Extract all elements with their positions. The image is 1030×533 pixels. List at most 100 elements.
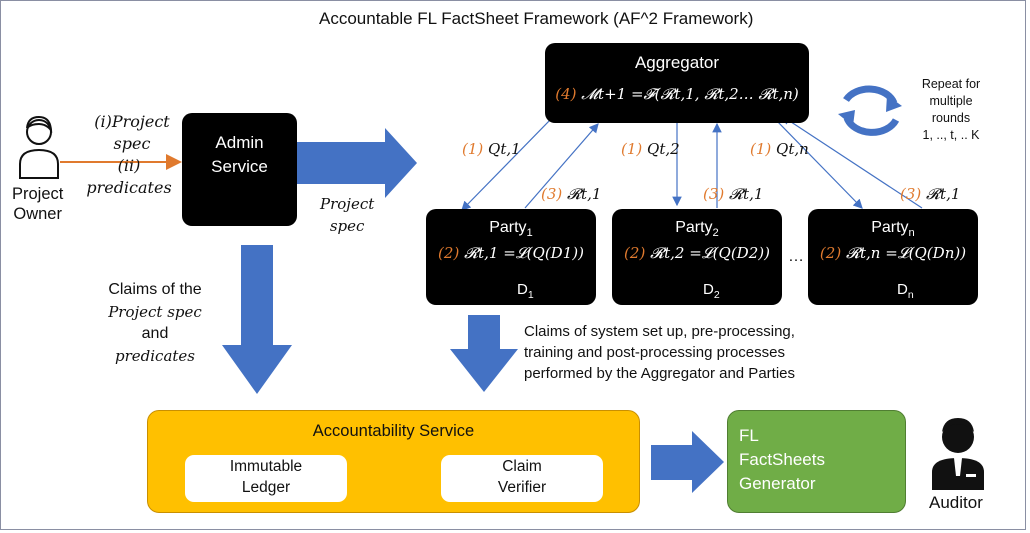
party-formula-n: 𝓡t,n =𝓛(Q(Dn))	[845, 244, 967, 263]
factsheets-generator-box: FL FactSheets Generator	[727, 410, 906, 513]
aggregator-formula-row: (4) 𝓜t+1 =𝓕(𝓡t,1, 𝓡t,2… 𝓡t,n)	[545, 85, 809, 103]
claims-left-line2: Project spec	[108, 303, 202, 321]
party-formula-row-1: (2) 𝓡t,1 =𝓛(Q(D1))	[426, 244, 596, 262]
claims-left-line1: Claims of the	[108, 281, 202, 298]
query-step-2: (1)	[621, 140, 643, 158]
verifier-line2: Verifier	[497, 479, 547, 496]
party-data-1: D1	[517, 281, 534, 301]
response-label-1: (3) 𝓡t,1	[541, 185, 601, 203]
party-box-n: Partyn (2) 𝓡t,n =𝓛(Q(Dn)) Dn	[808, 209, 978, 305]
party-formula-row-n: (2) 𝓡t,n =𝓛(Q(Dn))	[808, 244, 978, 262]
party-data-sub-2: 2	[713, 289, 720, 301]
party-formula-1: 𝓡t,1 =𝓛(Q(D1))	[464, 244, 584, 263]
claims-right-label: Claims of system set up, pre-processing,…	[524, 321, 795, 384]
verifier-line1: Claim	[502, 458, 542, 475]
admin-to-accountability-arrow	[222, 245, 292, 394]
query-label-2: (1) Qt,2	[621, 140, 680, 158]
repeat-cycle-icon	[838, 85, 902, 136]
party-name-1: Party	[489, 219, 527, 236]
auditor-label: Auditor	[929, 493, 983, 512]
party-box-1: Party1 (2) 𝓡t,1 =𝓛(Q(D1)) D1	[426, 209, 596, 305]
party-formula-2: 𝓡t,2 =𝓛(Q(D2))	[650, 244, 770, 263]
owner-input-line1: (i)Project	[94, 112, 170, 131]
accountability-to-generator-arrow	[651, 431, 724, 493]
repeat-note-line1: Repeat for	[921, 77, 981, 91]
project-spec-line1: Project	[320, 195, 375, 213]
aggregator-title: Aggregator	[634, 53, 720, 72]
repeat-note-line2: multiple	[929, 94, 973, 108]
immutable-ledger-box: Immutable Ledger	[185, 455, 347, 502]
party-box-2: Party2 (2) 𝓡t,2 =𝓛(Q(D2)) D2	[612, 209, 782, 305]
claims-left-line3: and	[141, 325, 169, 342]
party-step-1: (2)	[438, 244, 460, 263]
project-spec-line2: spec	[329, 217, 365, 235]
response-text-2: 𝓡t,1	[729, 185, 764, 203]
party-title-n: Partyn	[808, 219, 978, 239]
response-arrow-1	[524, 123, 599, 209]
party-title-2: Party2	[612, 219, 782, 239]
party-data-label-n: D	[897, 281, 908, 298]
response-label-2: (3) 𝓡t,1	[703, 185, 763, 203]
aggregator-formula: 𝓜t+1 =𝓕(𝓡t,1, 𝓡t,2… 𝓡t,n)	[581, 85, 799, 103]
party-step-2: (2)	[624, 244, 646, 263]
aggregator-step: (4)	[555, 85, 577, 103]
admin-service-box: Admin Service	[182, 113, 297, 226]
auditor-icon	[932, 418, 984, 490]
party-sub-n: n	[908, 227, 915, 240]
party-name-2: Party	[675, 219, 713, 236]
generator-line1: FL	[739, 426, 759, 445]
project-spec-label: Project spec	[320, 193, 374, 237]
party-data-n: Dn	[897, 281, 914, 301]
claims-left-line4: predicates	[115, 347, 195, 365]
project-owner-label-line1: Project	[12, 185, 64, 203]
factsheets-generator-label: FL FactSheets Generator	[739, 424, 825, 496]
aggregator-box: Aggregator (4) 𝓜t+1 =𝓕(𝓡t,1, 𝓡t,2… 𝓡t,n)	[545, 43, 809, 123]
party-title-1: Party1	[426, 219, 596, 239]
query-arrow-n	[775, 119, 863, 209]
query-label-n: (1) Qt,n	[750, 140, 809, 158]
party-formula-row-2: (2) 𝓡t,2 =𝓛(Q(D2))	[612, 244, 782, 262]
accountability-service-box: Accountability Service Immutable Ledger …	[147, 410, 640, 513]
response-text-1: 𝓡t,1	[567, 185, 602, 203]
party-data-sub-n: n	[907, 289, 914, 301]
query-arrow-1	[461, 117, 553, 211]
diagram-title: Accountable FL FactSheet Framework (AF^2…	[319, 9, 754, 28]
parties-ellipsis: …	[788, 248, 804, 265]
owner-input-line3: (ii) predicates	[86, 156, 172, 197]
query-label-1: (1) Qt,1	[462, 140, 521, 158]
ledger-line2: Ledger	[241, 479, 291, 496]
owner-input-line2: spec	[113, 134, 151, 153]
accountability-service-title: Accountability Service	[312, 422, 475, 440]
claims-left-label: Claims of the Project spec and predicate…	[88, 279, 222, 367]
query-text-n: Qt,n	[776, 140, 809, 158]
party-sub-1: 1	[526, 227, 533, 240]
response-step-n: (3)	[900, 185, 922, 203]
query-step-n: (1)	[750, 140, 772, 158]
claims-right-line1: Claims of system set up, pre-processing,	[524, 323, 795, 340]
project-owner-label-line2: Owner	[13, 205, 62, 223]
query-text-1: Qt,1	[488, 140, 521, 158]
repeat-note-line4: 1, .., t, .. K	[922, 128, 980, 142]
project-owner-label: Project Owner	[12, 184, 63, 224]
response-text-n: 𝓡t,1	[926, 185, 961, 203]
project-owner-icon	[19, 115, 59, 179]
party-data-label-2: D	[703, 281, 714, 298]
query-text-2: Qt,2	[647, 140, 680, 158]
response-label-n: (3) 𝓡t,1	[900, 185, 960, 203]
claim-verifier-box: Claim Verifier	[441, 455, 603, 502]
admin-to-parties-arrow	[297, 128, 417, 198]
repeat-note-line3: rounds	[931, 111, 971, 125]
response-arrow-n	[780, 115, 923, 209]
query-step-1: (1)	[462, 140, 484, 158]
response-step-1: (3)	[541, 185, 563, 203]
repeat-note: Repeat for multiple rounds 1, .., t, .. …	[898, 76, 1004, 144]
party-data-sub-1: 1	[527, 289, 534, 301]
party-sub-2: 2	[712, 227, 719, 240]
party-data-label-1: D	[517, 281, 528, 298]
claims-right-line2: training and post-processing processes	[524, 344, 785, 361]
response-step-2: (3)	[703, 185, 725, 203]
generator-line3: Generator	[739, 474, 816, 493]
claims-right-line3: performed by the Aggregator and Parties	[524, 365, 795, 382]
